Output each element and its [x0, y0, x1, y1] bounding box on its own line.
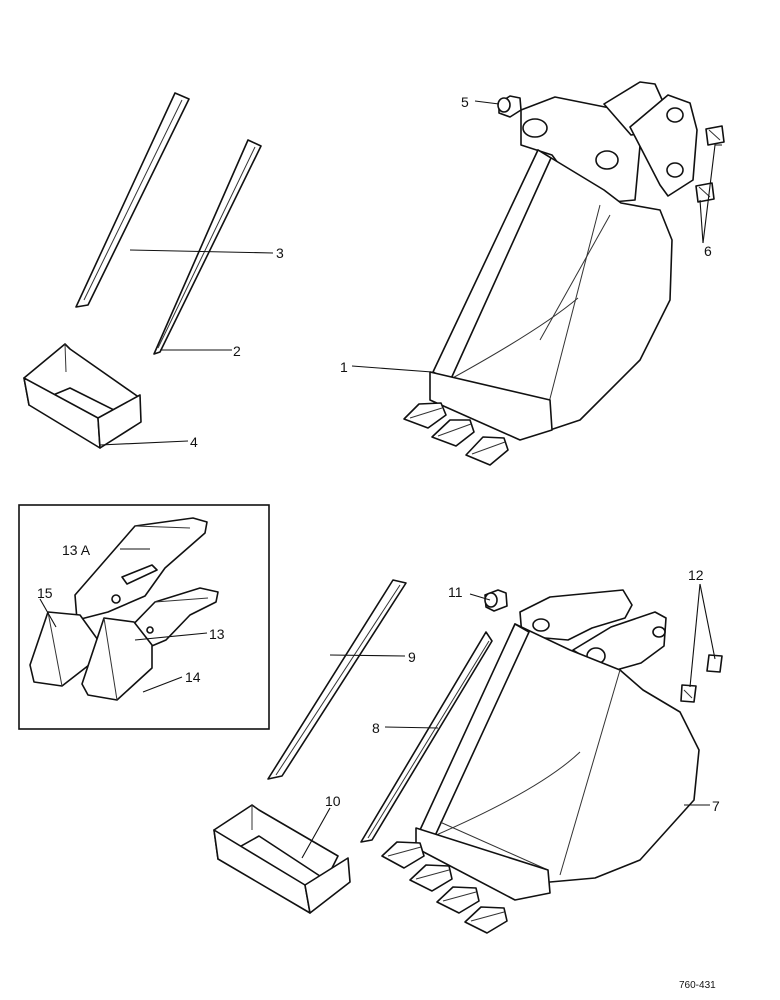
- blade-part-8: [360, 631, 493, 843]
- pin-part-5: [497, 95, 522, 118]
- inset-frame: [18, 504, 270, 730]
- tooth-guard-part-4: [23, 343, 142, 449]
- blade-part-9: [267, 579, 407, 780]
- callout-5: 5: [461, 94, 469, 110]
- callout-3: 3: [276, 245, 284, 261]
- callout-10: 10: [325, 793, 341, 809]
- callout-12: 12: [688, 567, 704, 583]
- tooth-part-14: [81, 617, 153, 701]
- blade-part-3: [75, 92, 190, 308]
- bolt-part-12: [680, 654, 723, 703]
- callout-9: 9: [408, 649, 416, 665]
- blade-part-2: [153, 139, 262, 355]
- bucket-part-7: [381, 589, 700, 934]
- callout-13a: 13 A: [62, 542, 91, 558]
- callout-2: 2: [233, 343, 241, 359]
- callout-13: 13: [209, 626, 225, 642]
- callout-7: 7: [712, 798, 720, 814]
- pin-part-11: [484, 589, 508, 612]
- bolt-part-6: [695, 125, 725, 203]
- callout-11: 11: [448, 584, 463, 600]
- bucket-part-1: [403, 81, 698, 466]
- callout-1: 1: [340, 359, 348, 375]
- leader-lines: [39, 100, 722, 859]
- callout-15: 15: [37, 585, 53, 601]
- callout-8: 8: [372, 720, 380, 736]
- callout-4: 4: [190, 434, 198, 450]
- callout-6: 6: [704, 243, 712, 259]
- callout-14: 14: [185, 669, 201, 685]
- tooth-guard-part-10: [213, 804, 351, 914]
- tooth-adapter-part-13a: [74, 517, 208, 621]
- tooth-adapter-part-13: [119, 587, 219, 649]
- drawing-number: 760-431: [679, 980, 716, 991]
